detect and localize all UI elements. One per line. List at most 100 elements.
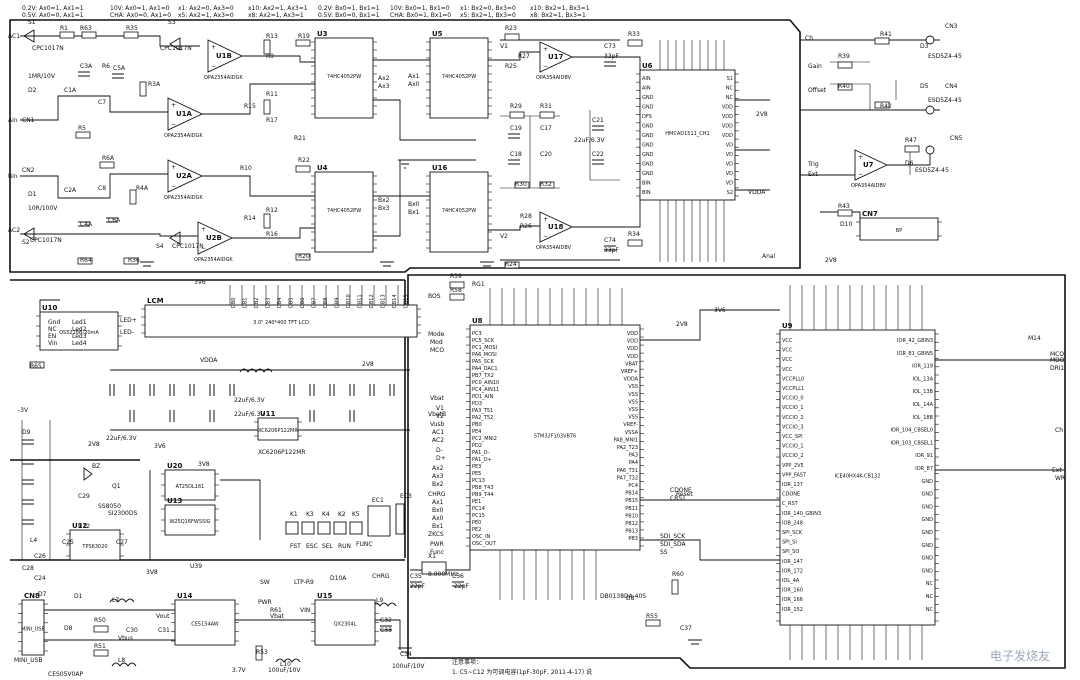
net-label: CPC1017N [30, 237, 62, 244]
net-label: S2 [22, 239, 30, 246]
net-label: D1 [28, 191, 37, 198]
net-label: 2V8 [825, 257, 837, 264]
chip-part: AT25DL161 [176, 484, 205, 490]
u6-pin-label: GND [642, 95, 654, 101]
net-label: D9 [22, 429, 31, 436]
u8-pin-label: PE1 [472, 499, 481, 505]
opamp-symbol [539, 41, 574, 73]
u8-pin-label: VDD [627, 331, 638, 337]
net-label: Vbat [430, 395, 445, 402]
net-label: MINI_USB [14, 657, 43, 664]
u8-pin-label: PA6_T31 [617, 468, 638, 474]
net-label: 22uF/6.3V [106, 435, 137, 442]
chip-ref: U15 [317, 592, 333, 600]
net-label: L4 [30, 537, 37, 544]
chip-ref: U7 [863, 161, 874, 169]
net-label: VbatB [428, 411, 446, 418]
u9-pin-label: VCCIO_2 [782, 415, 804, 421]
u6-pin-label: AIN [642, 86, 651, 92]
net-label: -3V [18, 407, 29, 414]
net-label: x5: Ax2=1, Ax3=0 [178, 12, 234, 19]
net-label: Ax1 [432, 499, 444, 506]
u8-pin-label: PB7_TX2 [472, 373, 494, 379]
net-label: Mode [428, 331, 445, 338]
net-label: Bx3 [378, 205, 390, 212]
pin-labels: PC3PC5_SCKPC1_MOSIPA6_MOSIPA5_SCKPA4_DAC… [231, 76, 934, 613]
u6-pin-label: VDD [722, 105, 733, 111]
net-label: PWR [430, 541, 444, 548]
chip-ref: U5 [432, 30, 443, 38]
chip-part: 74HC4052PW [442, 74, 476, 80]
net-label: CN5 [950, 135, 963, 142]
u6-pin-label: GND [642, 133, 654, 139]
net-label: 3V6 [194, 279, 206, 286]
net-label: ESD5Z4-45 [915, 167, 949, 174]
u9-pin-label: GND [922, 568, 934, 574]
net-label: R31 [540, 103, 552, 110]
u8-pin-label: PA7_T32 [617, 475, 638, 481]
net-label: LTP-R9 [294, 579, 314, 586]
u9-pin-label: IOR_81_GBIN5 [897, 351, 933, 357]
u9-pin-label: CDONE [782, 492, 800, 498]
u6-pin-label: GND [642, 124, 654, 130]
opamp-plus: + [201, 226, 206, 233]
net-label: S1 [28, 19, 36, 26]
net-label: R64 [80, 257, 92, 264]
lcm-bus-pin: DB11 [358, 294, 364, 308]
net-label: CPC1017N [172, 243, 204, 250]
chip-u5: U5 74HC4052PW [426, 30, 492, 119]
net-label: 22uF/6.3V [234, 411, 265, 418]
u9-pin-label: IOB_248 [782, 520, 803, 526]
opamp-symbol [167, 97, 204, 131]
u9-pin-label: C_RST [782, 501, 799, 507]
net-label: R16 [266, 231, 278, 238]
net-label: LED+ [120, 317, 137, 324]
u8-pin-label: PE2 [472, 527, 481, 533]
net-label: Led4 [72, 340, 87, 347]
u8-pin-label: PD2 [472, 443, 482, 449]
net-label: CN2 [22, 167, 35, 174]
net-label: EC3 [400, 493, 412, 500]
net-label: R1 [60, 25, 68, 32]
chip-body [314, 171, 374, 253]
net-label: 0.2V: Bx0=1, Bx1=1 [318, 5, 380, 12]
opamp-plus: + [171, 102, 176, 109]
net-label: Vbat [270, 613, 285, 620]
net-label: Ch [1055, 427, 1063, 434]
u8-pin-label: PA2_T23 [617, 445, 638, 451]
net-label: SW [260, 579, 270, 586]
u9-pin-label: GND [922, 504, 934, 510]
chip-part: 74HC4052PW [442, 208, 476, 214]
u8-pin-label: PC0_AIN10 [472, 380, 499, 386]
u6-pin-label: GND [642, 171, 654, 177]
net-label: 10V: Bx0=1, Bx1=0 [390, 5, 450, 12]
net-label: Bx2 [432, 481, 444, 488]
chip-part: BP [896, 228, 902, 234]
chip-body [859, 217, 939, 241]
u8-pin-label: VREF+ [621, 369, 638, 375]
chip-part: 3.0" 240*400 TFT LCD [253, 320, 309, 326]
net-label: C5A [113, 65, 126, 72]
net-label: R39 [838, 53, 850, 60]
net-label: Vusb [430, 421, 445, 428]
chip-part: OPA2354AIDGK [164, 133, 203, 139]
net-label: Led1 [72, 319, 87, 326]
net-label: C28 [22, 565, 34, 572]
net-label: R28 [520, 213, 532, 220]
u9-pin-label: IOR_160 [782, 588, 803, 594]
net-label: CHRG [372, 573, 390, 580]
net-label: D1 [74, 593, 83, 600]
net-label: U12 [78, 523, 90, 530]
net-label: R24 [505, 261, 517, 268]
u9-pin-label: VCCIO_3 [782, 424, 804, 430]
net-label: 3V6 [714, 307, 726, 314]
u9-pin-label: IOR_104_CBSEL0 [890, 428, 933, 434]
net-label: Ax3 [378, 83, 390, 90]
u8-pin-label: PB14 [625, 491, 638, 497]
digital-region [407, 274, 1066, 669]
